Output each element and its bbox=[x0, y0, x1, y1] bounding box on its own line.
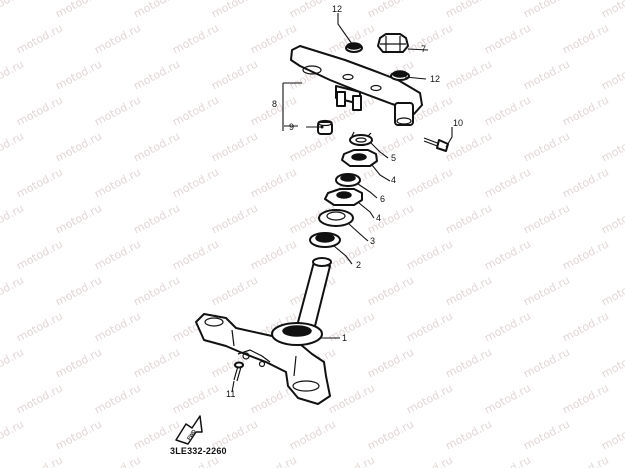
callout-3: 3 bbox=[370, 236, 375, 246]
pinch-bolt bbox=[423, 137, 449, 152]
cap-12-right bbox=[390, 70, 410, 81]
callout-labels: 12 7 12 8 9 10 5 4 6 4 3 2 1 11 bbox=[226, 4, 463, 399]
callout-7: 7 bbox=[421, 44, 426, 54]
cable-guide-screw bbox=[233, 361, 244, 382]
lower-bearing bbox=[271, 322, 323, 346]
callout-6: 6 bbox=[380, 194, 385, 204]
callout-12-top: 12 bbox=[332, 4, 342, 14]
ring-nut-upper bbox=[341, 149, 378, 167]
leader-lines bbox=[231, 13, 453, 393]
callout-4-lower: 4 bbox=[376, 213, 381, 223]
front-arrow-label: FWD bbox=[186, 428, 198, 441]
drawing-code: 3LE332-2260 bbox=[170, 446, 227, 456]
callout-1: 1 bbox=[342, 333, 347, 343]
callout-12-right: 12 bbox=[430, 74, 440, 84]
lock-washer bbox=[349, 131, 373, 146]
front-arrow-icon: FWD bbox=[175, 415, 203, 445]
callout-9: 9 bbox=[289, 122, 294, 132]
stem-cap-nut bbox=[377, 33, 409, 53]
rubber-washer bbox=[335, 173, 361, 187]
upper-bracket bbox=[290, 45, 423, 126]
collar bbox=[317, 119, 333, 135]
callout-8: 8 bbox=[272, 99, 277, 109]
callout-10: 10 bbox=[453, 118, 463, 128]
callout-4-upper: 4 bbox=[391, 175, 396, 185]
ring-nut-lower bbox=[324, 188, 363, 206]
callout-2: 2 bbox=[356, 260, 361, 270]
bearing-cover bbox=[318, 209, 354, 227]
callout-11: 11 bbox=[226, 389, 235, 399]
upper-bearing bbox=[309, 232, 341, 248]
cap-12-left bbox=[345, 42, 363, 53]
callout-5: 5 bbox=[391, 153, 396, 163]
